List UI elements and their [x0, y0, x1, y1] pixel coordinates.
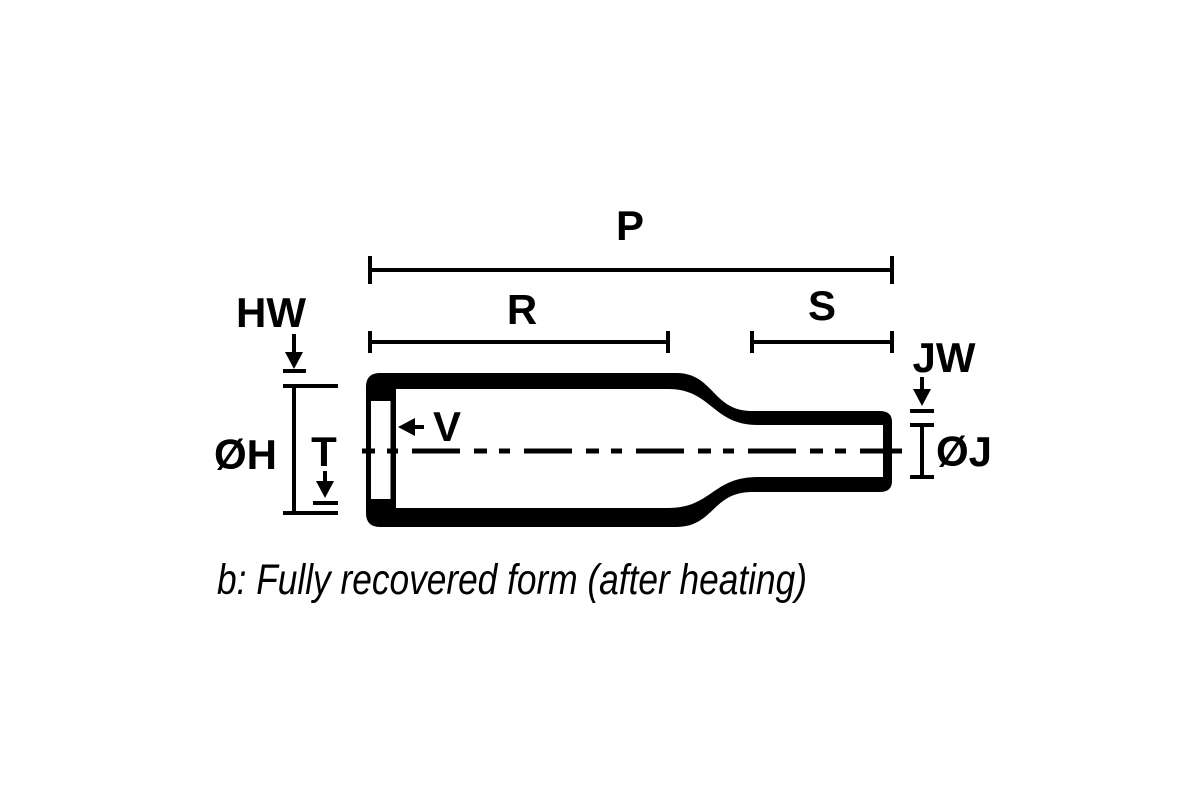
end-seal-inner-face: [371, 401, 391, 499]
dim-label-p: P: [616, 202, 644, 249]
arrow-down-hw-icon: [285, 352, 303, 369]
dim-ticks-hw: [283, 334, 306, 373]
arrow-left-v-icon: [398, 418, 415, 436]
dim-label-t: T: [311, 428, 337, 475]
dim-line-r: [368, 331, 670, 353]
arrow-down-jw-icon: [913, 389, 931, 406]
dim-line-oh: [283, 384, 338, 515]
dim-label-s: S: [808, 282, 836, 329]
dim-label-v: V: [433, 403, 461, 450]
arrow-down-t-icon: [316, 481, 334, 498]
dim-ticks-jw: [910, 377, 934, 413]
figure-caption: b: Fully recovered form (after heating): [217, 556, 807, 604]
dim-line-s: [750, 331, 894, 353]
dim-label-oj: ØJ: [936, 428, 992, 475]
dim-line-p: [368, 256, 894, 284]
dim-label-hw: HW: [236, 289, 306, 336]
dim-label-oh: ØH: [214, 431, 277, 478]
dim-label-r: R: [507, 286, 537, 333]
dim-line-oj: [910, 423, 934, 479]
dim-label-jw: JW: [913, 334, 976, 381]
